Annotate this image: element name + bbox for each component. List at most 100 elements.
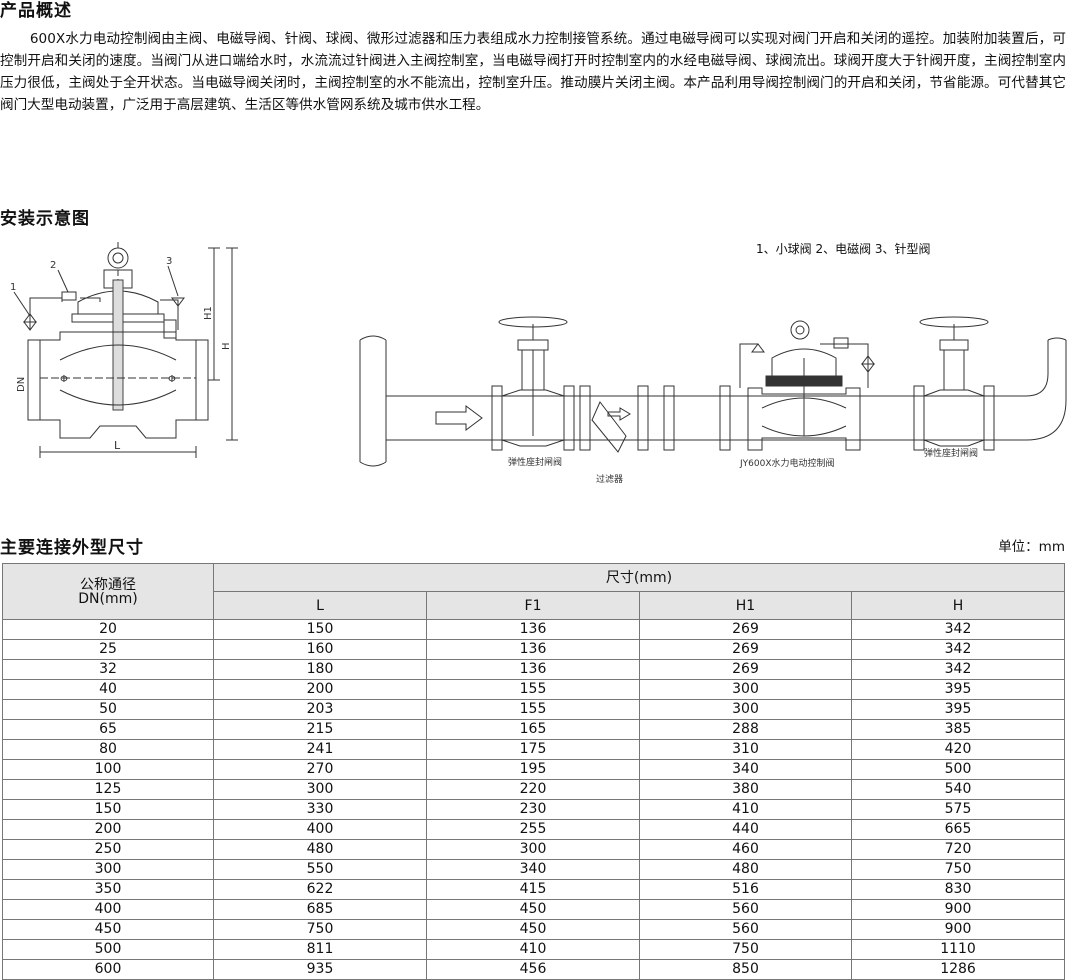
cell-l: 160 — [213, 639, 427, 660]
cell-h1: 288 — [639, 719, 852, 740]
cell-l: 480 — [213, 839, 427, 860]
cell-h1: 380 — [639, 779, 852, 800]
cell-l: 150 — [213, 619, 427, 640]
cell-l: 622 — [213, 879, 427, 900]
cell-f1: 450 — [426, 919, 640, 940]
cell-h: 420 — [850, 739, 1066, 760]
cell-h1: 560 — [639, 899, 852, 920]
cell-dn: 350 — [2, 879, 214, 900]
cell-l: 685 — [213, 899, 427, 920]
installation-heading: 安装示意图 — [0, 209, 90, 229]
cell-h1: 516 — [639, 879, 852, 900]
dim-l-label: L — [114, 439, 121, 452]
cell-l: 203 — [213, 699, 427, 720]
cell-h: 665 — [850, 819, 1066, 840]
cell-l: 215 — [213, 719, 427, 740]
cell-f1: 220 — [426, 779, 640, 800]
cell-dn: 100 — [2, 759, 214, 780]
cell-dn: 200 — [2, 819, 214, 840]
overview-paragraph: 600X水力电动控制阀由主阀、电磁导阀、针阀、球阀、微形过滤器和压力表组成水力控… — [0, 31, 1066, 113]
cell-h: 540 — [850, 779, 1066, 800]
cell-h: 395 — [850, 699, 1066, 720]
cell-f1: 255 — [426, 819, 640, 840]
piping-layout-drawing — [359, 316, 1067, 467]
overview-heading: 产品概述 — [0, 1, 72, 21]
col-header-h: H — [850, 591, 1066, 620]
cell-h1: 269 — [639, 659, 852, 680]
cell-h: 1110 — [850, 939, 1066, 960]
cell-f1: 136 — [426, 659, 640, 680]
cell-l: 241 — [213, 739, 427, 760]
cell-f1: 300 — [426, 839, 640, 860]
cell-dn: 65 — [2, 719, 214, 740]
dn-header-line1: 公称通径 — [80, 576, 136, 593]
cell-dn: 32 — [2, 659, 214, 680]
cell-h1: 340 — [639, 759, 852, 780]
installation-diagram: Φ Φ 1 2 3 DN L H1 H — [10, 242, 1067, 485]
cell-h1: 300 — [639, 679, 852, 700]
cell-l: 550 — [213, 859, 427, 880]
cell-dn: 150 — [2, 799, 214, 820]
filter-label: 过滤器 — [596, 473, 623, 485]
cell-h: 900 — [850, 899, 1066, 920]
col-header-h1: H1 — [639, 591, 852, 620]
cell-f1: 155 — [426, 699, 640, 720]
control-valve-label: JY600X水力电动控制阀 — [739, 457, 835, 469]
cell-h: 342 — [850, 639, 1066, 660]
parts-legend: 1、小球阀 2、电磁阀 3、针型阀 — [756, 242, 931, 256]
cell-f1: 165 — [426, 719, 640, 740]
cell-h: 900 — [850, 919, 1066, 940]
callout-3: 3 — [166, 256, 172, 267]
cell-f1: 450 — [426, 899, 640, 920]
cell-l: 330 — [213, 799, 427, 820]
cell-h: 342 — [850, 659, 1066, 680]
cell-h: 385 — [850, 719, 1066, 740]
gate-valve-right-label: 弹性座封闸阀 — [924, 447, 978, 459]
cell-h1: 310 — [639, 739, 852, 760]
cell-f1: 415 — [426, 879, 640, 900]
cell-dn: 450 — [2, 919, 214, 940]
dim-h-label: H — [221, 342, 232, 350]
cell-f1: 195 — [426, 759, 640, 780]
cell-f1: 230 — [426, 799, 640, 820]
cell-l: 400 — [213, 819, 427, 840]
dim-h1-label: H1 — [203, 306, 214, 320]
cell-l: 200 — [213, 679, 427, 700]
cell-h1: 269 — [639, 619, 852, 640]
cell-f1: 136 — [426, 619, 640, 640]
dn-header: 公称通径 DN(mm) — [2, 563, 214, 620]
cell-f1: 155 — [426, 679, 640, 700]
cell-l: 180 — [213, 659, 427, 680]
cell-dn: 50 — [2, 699, 214, 720]
cell-dn: 125 — [2, 779, 214, 800]
cell-l: 811 — [213, 939, 427, 960]
cell-l: 270 — [213, 759, 427, 780]
cell-dn: 40 — [2, 679, 214, 700]
cell-h1: 480 — [639, 859, 852, 880]
unit-note: 单位：mm — [998, 539, 1065, 555]
cell-h: 830 — [850, 879, 1066, 900]
cell-h: 395 — [850, 679, 1066, 700]
cell-h: 575 — [850, 799, 1066, 820]
cell-dn: 20 — [2, 619, 214, 640]
svg-text:Φ: Φ — [168, 374, 176, 385]
cell-dn: 300 — [2, 859, 214, 880]
cell-h1: 460 — [639, 839, 852, 860]
cell-h: 500 — [850, 759, 1066, 780]
